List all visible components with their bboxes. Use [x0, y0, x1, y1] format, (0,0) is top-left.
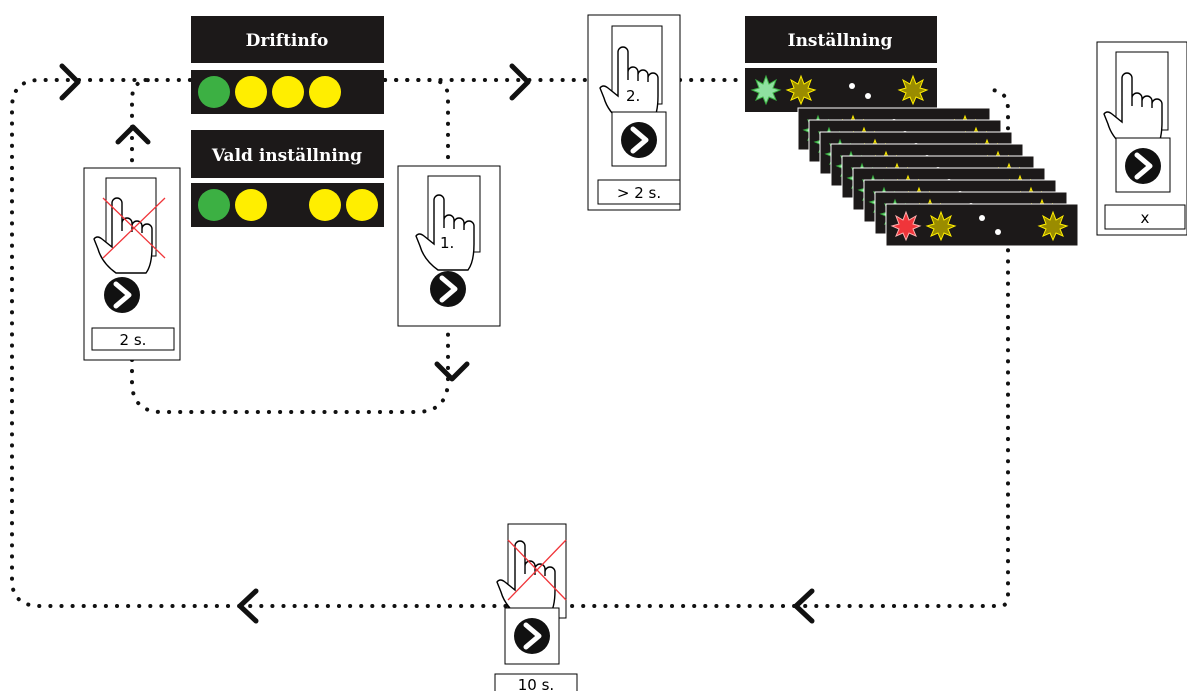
- next-button-icon: [621, 122, 657, 158]
- card-top-label: > 2 s.: [617, 184, 661, 202]
- dot: [865, 93, 871, 99]
- installning-leds: [751, 75, 928, 105]
- led-olive: [786, 75, 816, 105]
- led-yellow: [309, 76, 341, 108]
- card-right-label: x: [1141, 209, 1150, 227]
- next-button-icon: [430, 271, 466, 307]
- led-yellow: [309, 189, 341, 221]
- installning-title: Inställning: [788, 31, 893, 51]
- led-green: [198, 189, 230, 221]
- chevron-left-icon: [237, 588, 259, 624]
- led-yellow: [235, 76, 267, 108]
- driftinfo-panel: Driftinfo: [191, 16, 384, 114]
- cross-icon: [102, 197, 166, 259]
- dot: [979, 215, 985, 221]
- next-button-icon: [104, 277, 140, 313]
- vald-installning-panel: Vald inställning: [191, 130, 384, 227]
- chevron-left-icon: [793, 588, 815, 624]
- led-yellow: [272, 76, 304, 108]
- led-yellow: [235, 189, 267, 221]
- led-pale-green: [751, 75, 781, 105]
- driftinfo-title: Driftinfo: [246, 31, 329, 51]
- flow-arrows: [59, 63, 815, 624]
- card-bottom-label: 10 s.: [518, 676, 554, 691]
- cross-icon: [507, 539, 567, 601]
- chevron-right-icon: [509, 63, 531, 101]
- card-bottom: 10 s.: [494, 523, 578, 691]
- step-2-label: 2.: [626, 87, 640, 105]
- card-mid: 1.: [397, 165, 501, 327]
- card-right: x: [1096, 41, 1187, 236]
- dot: [995, 229, 1001, 235]
- vald-installning-title: Vald inställning: [211, 146, 362, 166]
- next-button-icon: [1125, 148, 1161, 184]
- dot: [849, 83, 855, 89]
- led-green: [198, 76, 230, 108]
- card-left: 2 s.: [83, 167, 181, 361]
- card-top: 2. > 2 s.: [587, 14, 681, 211]
- installning-panel: Inställning: [745, 16, 1079, 247]
- card-left-label: 2 s.: [120, 331, 147, 349]
- led-yellow: [346, 189, 378, 221]
- led-star: [1038, 211, 1068, 241]
- chevron-up-icon: [115, 124, 151, 145]
- led-star: [926, 211, 956, 241]
- vald-installning-leds: [198, 189, 378, 221]
- driftinfo-leds: [198, 76, 341, 108]
- flow-lines: [10, 78, 1010, 608]
- installning-stack: [797, 107, 1079, 247]
- next-button-icon: [514, 618, 550, 654]
- led-star: [891, 211, 921, 241]
- chevron-down-icon: [434, 361, 470, 382]
- step-1-label: 1.: [440, 234, 454, 252]
- inner-loop-line: [130, 78, 450, 414]
- led-olive: [898, 75, 928, 105]
- outer-loop-line: [10, 78, 1010, 608]
- chevron-right-icon: [59, 63, 81, 101]
